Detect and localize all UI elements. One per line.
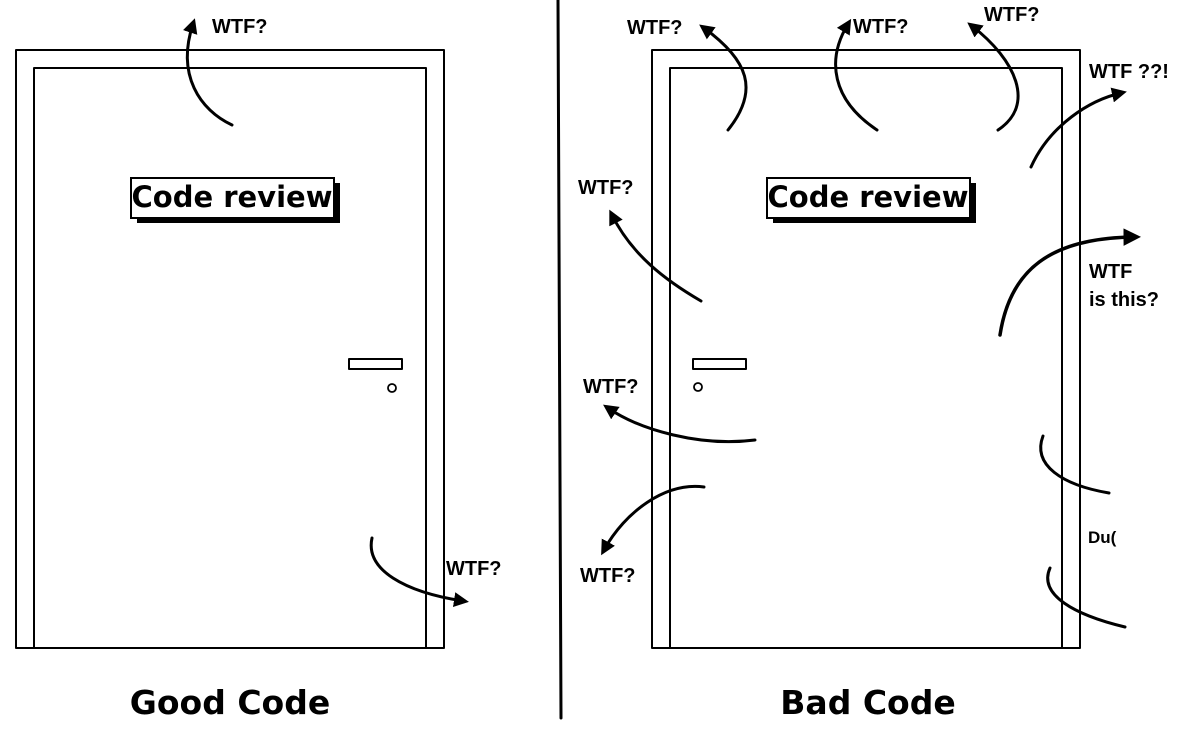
good-code-panel: Code review WTF? WTF? Good Code: [15, 16, 502, 722]
wtf-arrow: [1029, 87, 1127, 169]
wtf-arrow: [369, 536, 469, 608]
wtf-label: WTF?: [853, 16, 909, 38]
panel-caption: Good Code: [130, 683, 330, 722]
wtf-arrow: [603, 404, 757, 444]
wtf-arrow: [998, 228, 1141, 337]
wtf-arrow: [967, 22, 1020, 132]
wtf-label: WTF?: [583, 376, 639, 398]
bad-sign: Code review: [766, 177, 976, 223]
bad-door: [651, 49, 1081, 649]
wtf-arrow: [183, 18, 234, 127]
wtf-arrow: [834, 18, 879, 132]
sign-label: Code review: [767, 180, 968, 214]
bad-code-panel: Code review WTF? WTF? WTF? WTF ??! WTF? …: [578, 4, 1169, 722]
door-handle: [348, 358, 403, 393]
good-sign: Code review: [130, 177, 340, 223]
panel-caption: Bad Code: [780, 683, 955, 722]
wtf-arrow: [609, 209, 703, 303]
partial-arrow: [1046, 566, 1127, 629]
wtf-label: Du(: [1088, 528, 1117, 547]
panel-divider: [556, 0, 563, 720]
wtf-label: WTF?: [446, 558, 502, 580]
wtf-arrow: [601, 484, 706, 556]
wtf-label: WTF?: [580, 565, 636, 587]
door-frame: [651, 49, 1081, 649]
wtf-label: WTF?: [984, 4, 1040, 26]
good-door: [15, 49, 445, 649]
wtf-label: WTF ??!: [1089, 61, 1169, 83]
wtf-label: WTF?: [212, 16, 268, 38]
wtf-label: WTF: [1089, 261, 1132, 283]
door-panel: [669, 67, 1063, 649]
wtf-label: WTF?: [578, 177, 634, 199]
wtf-arrow: [699, 24, 748, 132]
wtf-label: WTF?: [627, 17, 683, 39]
door-handle: [692, 358, 747, 392]
door-panel: [33, 67, 427, 649]
wtf-label: is this?: [1089, 289, 1159, 311]
partial-arrow: [1039, 434, 1111, 495]
door-frame: [15, 49, 445, 649]
sign-label: Code review: [131, 180, 332, 214]
